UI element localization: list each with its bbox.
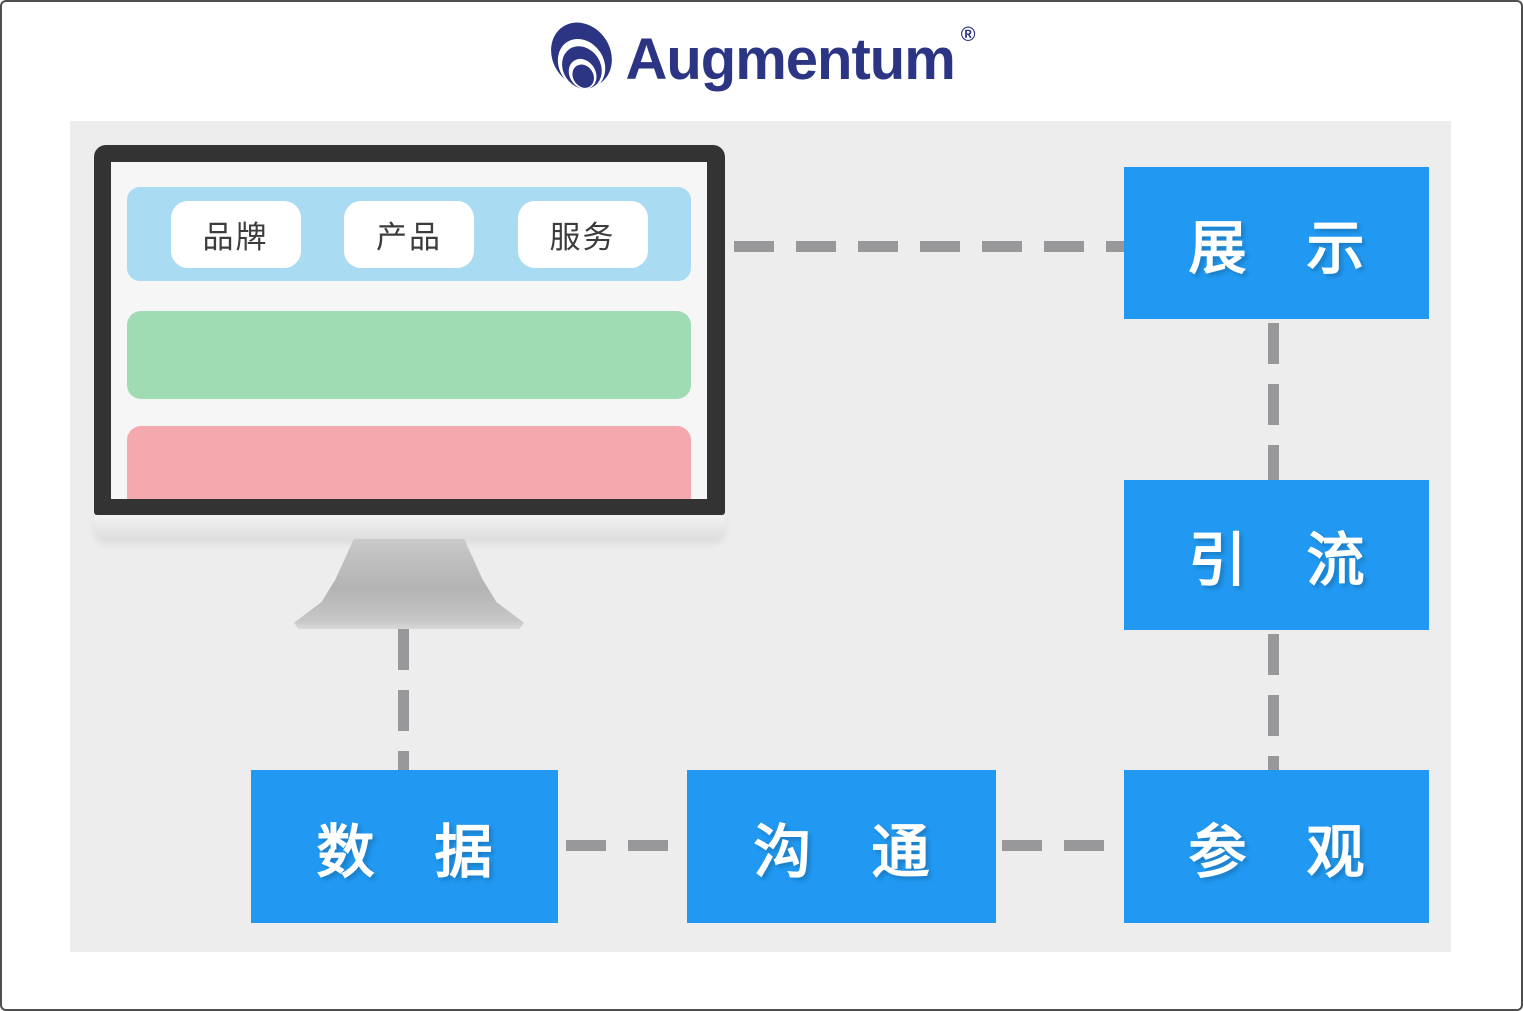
node-visit: 参 观	[1124, 770, 1429, 923]
connector-monitor-to-display	[734, 241, 1124, 252]
connector-monitor-to-data	[398, 629, 409, 770]
diagram-panel: 品牌 产品 服务 展 示 引 流 参 观 沟 通 数 据	[70, 121, 1451, 952]
green-content-bar	[127, 311, 691, 399]
node-data: 数 据	[251, 770, 558, 923]
logo: Augmentum ®	[2, 18, 1521, 102]
node-communication: 沟 通	[687, 770, 996, 923]
monitor-screen: 品牌 产品 服务	[111, 162, 707, 499]
connector-data-to-communication	[566, 840, 687, 851]
node-display: 展 示	[1124, 167, 1429, 319]
node-traffic: 引 流	[1124, 480, 1429, 630]
pink-content-bar	[127, 426, 691, 499]
registered-trademark: ®	[960, 24, 976, 46]
tab-brand[interactable]: 品牌	[170, 200, 301, 268]
tab-product[interactable]: 产品	[344, 200, 474, 268]
augmentum-swirl-icon	[551, 22, 613, 90]
website-navbar: 品牌 产品 服务	[127, 187, 691, 281]
connector-display-to-traffic	[1268, 323, 1279, 480]
connector-communication-to-visit	[1002, 840, 1124, 851]
tab-service[interactable]: 服务	[517, 200, 648, 268]
monitor-stand	[294, 539, 524, 629]
monitor-bezel	[94, 515, 725, 539]
monitor: 品牌 产品 服务	[94, 145, 725, 515]
brand-name: Augmentum	[625, 27, 955, 92]
connector-traffic-to-visit	[1268, 634, 1279, 770]
